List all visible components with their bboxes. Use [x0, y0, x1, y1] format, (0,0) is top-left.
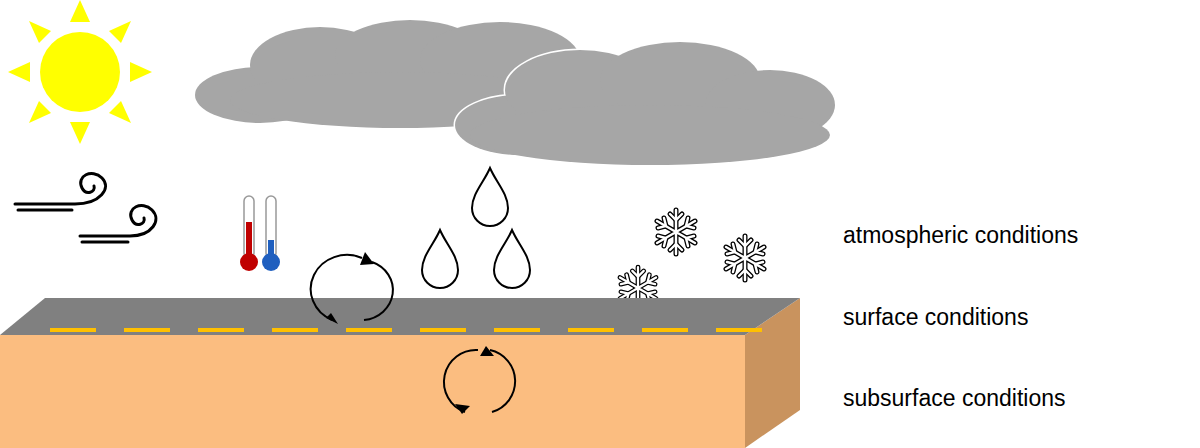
svg-polygon	[455, 404, 470, 414]
svg-path	[82, 241, 128, 244]
road-block	[0, 298, 800, 448]
svg-circle	[262, 253, 280, 271]
snowflake-icon	[620, 210, 764, 309]
cloud-icon	[455, 42, 835, 165]
condition-label: atmospheric conditions	[843, 222, 1078, 250]
svg-polygon	[0, 335, 745, 448]
svg-polygon	[70, 0, 90, 22]
thermometer-icon	[240, 196, 280, 271]
svg-polygon	[0, 298, 800, 335]
svg-polygon	[326, 313, 338, 324]
sun-icon	[8, 0, 152, 144]
svg-use	[726, 236, 764, 280]
svg-polygon	[8, 62, 30, 82]
svg-polygon	[130, 62, 152, 82]
condition-label: surface conditions	[843, 304, 1028, 332]
svg-polygon	[29, 21, 51, 43]
svg-circle	[40, 32, 120, 112]
svg-path	[311, 255, 362, 320]
svg-polygon	[70, 122, 90, 144]
svg-polygon	[360, 252, 374, 265]
svg-path	[18, 209, 72, 212]
svg-use	[494, 230, 530, 288]
wind-icon	[15, 173, 156, 242]
svg-ellipse	[470, 105, 830, 165]
svg-line	[50, 328, 768, 332]
condition-label: subsurface conditions	[843, 385, 1065, 413]
svg-use	[472, 168, 508, 226]
svg-path	[80, 205, 156, 236]
circulation-arrow	[311, 255, 515, 412]
svg-path	[490, 350, 515, 412]
arrow-head	[326, 252, 494, 414]
svg-path	[15, 173, 106, 204]
svg-path	[444, 350, 478, 412]
svg-polygon	[480, 346, 494, 356]
raindrop-icon	[422, 168, 530, 288]
svg-path	[364, 262, 393, 320]
svg-polygon	[109, 101, 131, 123]
svg-circle	[240, 253, 258, 271]
svg-polygon	[29, 101, 51, 123]
svg-use	[657, 210, 695, 254]
svg-use	[422, 230, 458, 288]
cloud-icon	[455, 42, 835, 165]
svg-polygon	[109, 21, 131, 43]
svg-ellipse	[470, 105, 830, 165]
